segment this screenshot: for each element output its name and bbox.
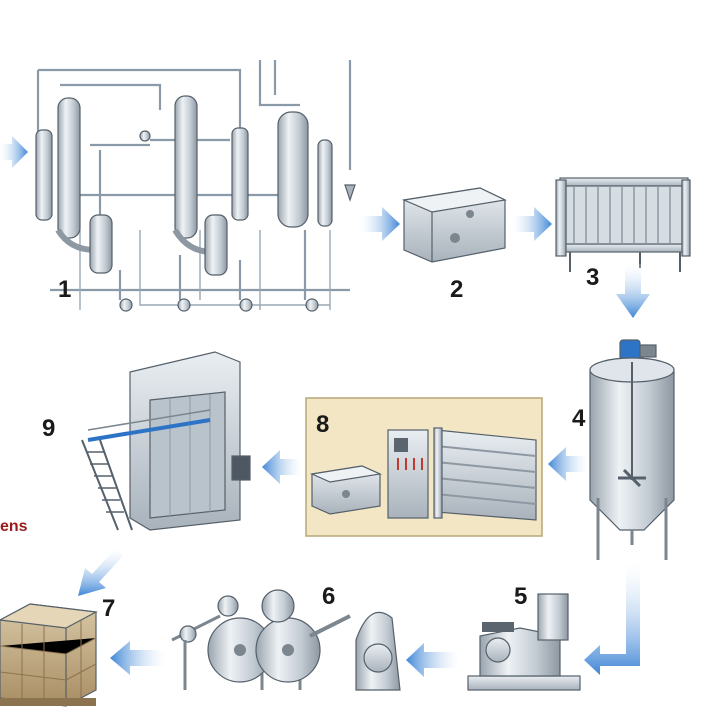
step-6-label: 6 [322,583,335,610]
step-5-label: 5 [514,583,527,610]
step-9-label: 9 [42,415,55,442]
flow-arrow-3-4 [616,264,650,318]
flow-arrow-4-5 [584,562,640,675]
mixing-tank: 4 [572,339,675,560]
evaporator-station: 1 [0,60,356,312]
flow-arrow-4-8 [548,447,588,481]
flow-arrow-5-6 [406,643,460,677]
packaging-rollers: 6 [171,583,401,691]
flow-arrow-6-7 [110,641,166,675]
aseptic-filling-machine: 9 [42,351,251,531]
step-7-label: 7 [102,595,115,622]
step-4-label: 4 [572,405,586,432]
heating-tank-unit: 2 [401,187,507,303]
flow-arrow-1-2 [360,207,400,241]
carton-pallet: 7 [0,595,115,707]
sterilization-panel: 8 [305,397,543,537]
flow-arrow-8-9 [262,450,302,484]
plate-heat-exchanger: 3 [555,177,691,291]
step-2-label: 2 [450,276,463,303]
step-1-label: 1 [58,276,71,303]
pump-icon [119,298,319,312]
homogenizer: 5 [467,583,581,691]
step-3-label: 3 [586,264,599,291]
inflow-arrow [0,136,28,168]
step-8-label: 8 [316,411,329,438]
edge-label: ens [0,518,28,535]
flow-arrow-2-3 [512,207,552,241]
flow-arrow-9-7 [78,548,123,596]
